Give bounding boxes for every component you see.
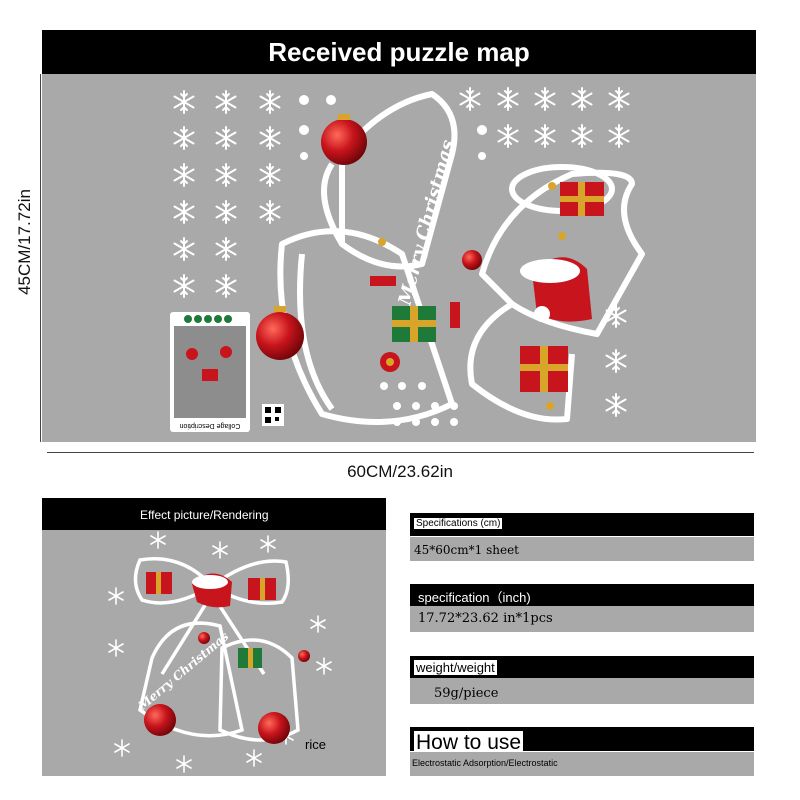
spec-row-2-heading: specification（inch) [418, 590, 531, 605]
ornament-red-top [321, 114, 367, 165]
spec-row-4-heading: How to use [414, 731, 524, 755]
spec-row-3-value: 59g/piece [434, 686, 499, 701]
effect-artwork: Merry Christmas [108, 531, 332, 773]
effect-gift-right [248, 578, 276, 600]
effect-title: Effect picture/Rendering [140, 508, 269, 522]
received-map-title: Received puzzle map [268, 36, 530, 67]
spec-row-1-value: 45*60cm*1 sheet [414, 543, 519, 557]
spec-row-3-heading: weight/weight [414, 660, 497, 675]
gift-box-green [392, 306, 436, 342]
spec-row-4-value-bar [410, 752, 754, 776]
spec-row-2-value: 17.72*23.62 in*1pcs [418, 611, 553, 626]
snowflake-grid-left [173, 90, 281, 298]
received-map-title-bar: Received puzzle map [42, 30, 756, 74]
gift-box-top [560, 182, 604, 216]
height-dimension-line [40, 74, 41, 442]
ornament-red-small [462, 250, 482, 270]
effect-santa-hat [192, 573, 232, 608]
qr-code [262, 404, 284, 426]
merry-christmas-text: Merry Christmas [394, 138, 459, 309]
effect-gift-green [238, 648, 262, 668]
spec-row-2-header-bar [410, 584, 754, 606]
effect-title-bar [42, 498, 386, 530]
svg-text:Merry Christmas: Merry Christmas [394, 138, 459, 309]
received-map-panel: Merry Christmas [42, 74, 756, 442]
spec-row-1-value-bar [410, 537, 754, 561]
gold-stars [378, 182, 566, 410]
width-dimension-line [47, 452, 754, 453]
santa-hat [520, 257, 592, 322]
spec-row-1-heading: Specifications (cm) [414, 518, 503, 529]
svg-text:Collage Description: Collage Description [180, 422, 241, 429]
candy-bows [370, 276, 460, 372]
spec-row-3-value-bar [410, 678, 754, 704]
rice-label: rice [305, 737, 326, 752]
collage-card: Collage Description [170, 312, 250, 432]
gift-box-bottom [520, 346, 568, 392]
spec-row-4-value: Electrostatic Adsorption/Electrostatic [412, 758, 558, 768]
effect-picture-panel: Merry Christmas [42, 498, 386, 776]
height-label: 45CM/17.72in [15, 189, 34, 295]
effect-gift-left [146, 572, 172, 594]
received-map-artwork: Merry Christmas [170, 87, 645, 432]
spec-row-2-value-bar [410, 606, 754, 632]
width-label: 60CM/23.62in [347, 462, 453, 481]
ornament-red-left [256, 306, 304, 360]
effect-ornaments [144, 632, 310, 744]
